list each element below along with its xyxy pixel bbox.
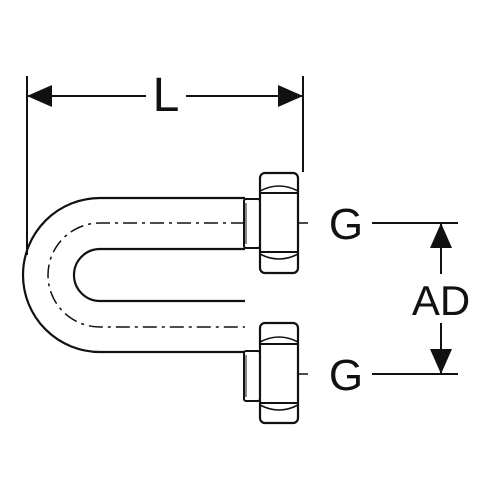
top-fitting xyxy=(243,171,308,275)
ad-bottom-arrowhead xyxy=(430,349,452,374)
thread-bottom-label: G xyxy=(329,351,363,400)
center-distance-dimension: AD xyxy=(372,222,470,375)
length-right-arrowhead xyxy=(278,85,303,107)
bottom-nut-chamfer-1 xyxy=(259,336,299,343)
pipe-inner-contour xyxy=(72,247,245,303)
u-bend-pipe xyxy=(21,196,245,354)
pipe-outer-contour xyxy=(21,196,245,354)
length-left-arrowhead xyxy=(27,85,52,107)
top-nut-chamfer-1 xyxy=(259,185,299,192)
ad-top-arrowhead xyxy=(430,223,452,248)
bottom-nut-chamfer-2 xyxy=(259,404,299,411)
length-dimension: L xyxy=(26,69,304,255)
center-distance-label: AD xyxy=(412,277,470,324)
bottom-fitting xyxy=(243,321,308,425)
length-label: L xyxy=(153,69,180,122)
thread-top-label: G xyxy=(329,200,363,249)
pipe-centerline xyxy=(47,222,245,328)
top-nut-chamfer-2 xyxy=(259,253,299,260)
bottom-nut xyxy=(258,321,300,425)
